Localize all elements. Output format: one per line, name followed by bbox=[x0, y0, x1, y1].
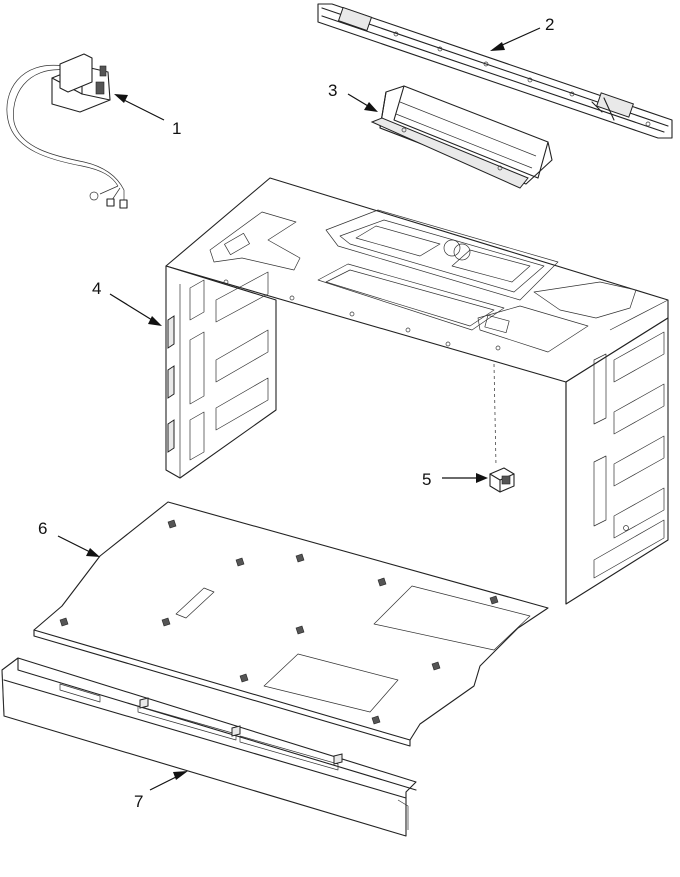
callout-label-5: 5 bbox=[422, 470, 431, 489]
callout-4: 4 bbox=[92, 279, 162, 326]
exhaust-duct-part bbox=[370, 85, 553, 189]
power-cord-part bbox=[6, 53, 128, 209]
callout-2: 2 bbox=[490, 15, 554, 51]
callout-7: 7 bbox=[134, 771, 188, 811]
callout-label-1: 1 bbox=[172, 119, 181, 138]
bottom-plate-part bbox=[33, 501, 549, 747]
callout-6: 6 bbox=[38, 519, 100, 557]
callout-label-6: 6 bbox=[38, 519, 47, 538]
callout-5: 5 bbox=[422, 470, 488, 489]
callout-label-4: 4 bbox=[92, 279, 101, 298]
front-trim-part bbox=[1, 657, 417, 837]
door-switch-part bbox=[489, 363, 515, 493]
callout-label-7: 7 bbox=[134, 792, 143, 811]
callout-label-3: 3 bbox=[328, 81, 337, 100]
cabinet-wrapper-part bbox=[165, 177, 669, 605]
top-mounting-rail-part bbox=[317, 3, 673, 139]
callout-label-2: 2 bbox=[545, 15, 554, 34]
callout-3: 3 bbox=[328, 81, 378, 112]
callout-1: 1 bbox=[114, 94, 181, 138]
